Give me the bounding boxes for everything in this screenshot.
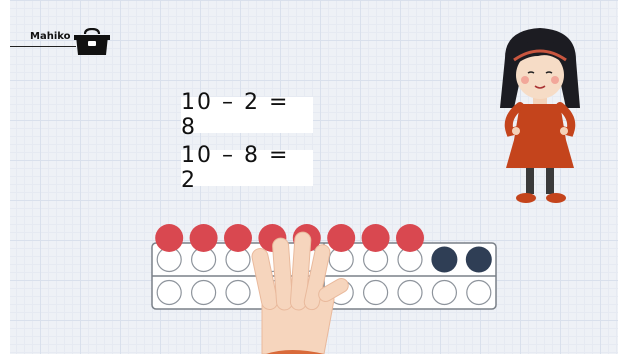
empty-counter-slot (329, 281, 353, 305)
red-counter (258, 224, 286, 252)
red-counter (396, 224, 424, 252)
dark-counter (466, 247, 492, 273)
empty-counter-slot (398, 281, 422, 305)
empty-counter-slot (432, 281, 456, 305)
empty-counter-slot (295, 281, 319, 305)
red-counter (362, 224, 390, 252)
empty-counter-slot (260, 281, 284, 305)
dark-counter (431, 247, 457, 273)
empty-counter-slot (364, 281, 388, 305)
red-counter (155, 224, 183, 252)
empty-counter-slot (192, 281, 216, 305)
red-counter (293, 224, 321, 252)
red-counter (224, 224, 252, 252)
red-counter (190, 224, 218, 252)
empty-counter-slot (467, 281, 491, 305)
empty-counter-slot (226, 281, 250, 305)
empty-counter-slot (157, 281, 181, 305)
red-counter (327, 224, 355, 252)
